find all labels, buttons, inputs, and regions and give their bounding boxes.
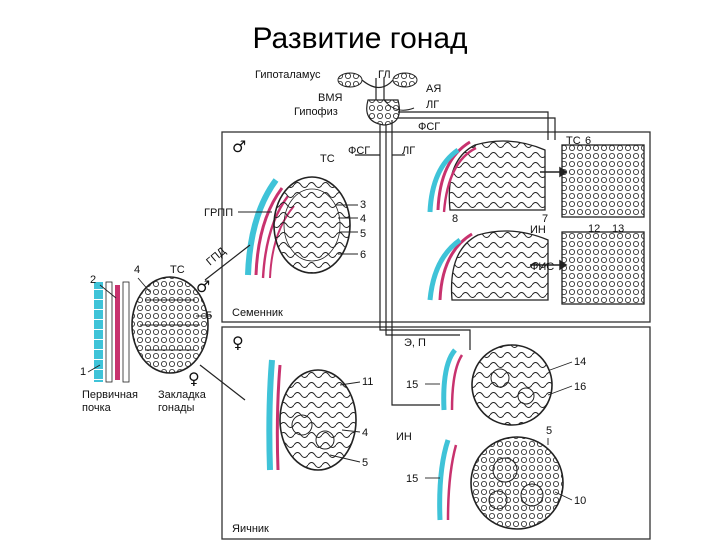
label-gonad-anlage-line2: гонады [158,402,194,414]
label-ts-left: ТС [170,264,185,276]
male-inset-lower [561,231,645,305]
label-num-4c: 4 [362,427,368,439]
label-aya: АЯ [426,83,441,95]
label-fsg-male: ФСГ [348,145,370,157]
label-num-13: 13 [612,223,624,235]
label-num-6a: 6 [585,135,591,147]
label-fis: ФИС [530,261,554,273]
label-num-15b: 15 [406,473,418,485]
primary-kidney [94,281,130,383]
male-inset-arrows [530,166,568,271]
male-inset-upper [561,144,645,218]
label-primary-kidney-line2: почка [82,402,112,414]
hypothalamus-pituitary [337,72,418,126]
label-lg-male: ЛГ [402,145,415,157]
label-primary-kidney-line1: Первичная [82,389,138,401]
label-lg-top: ЛГ [426,99,439,111]
female-ovary-early [279,369,357,471]
female-symbol-panel: ♀ [232,333,244,352]
male-symbol-panel: ♂ [232,137,246,156]
label-num-3: 3 [360,199,366,211]
female-ducts [266,359,282,471]
hormone-pathways [355,111,556,406]
label-testis: Семенник [232,307,283,319]
male-symbol-arrow: ♂ [196,277,210,296]
label-num-1: 1 [80,366,86,378]
label-ep: Э, П [404,337,426,349]
male-panel-frame [221,131,651,323]
diagram-labels: Гипоталамус ВМЯ Гипофиз ГЛ АЯ ЛГ ФСГ ♂ Т… [80,69,624,535]
male-tubules-upper [427,140,546,213]
label-num-7: 7 [542,213,548,225]
label-primary-kidney: Первичная почка [82,389,141,414]
label-hypophysis: Гипофиз [294,106,338,118]
label-num-5c: 5 [362,457,368,469]
label-num-16: 16 [574,381,586,393]
male-testis-early [273,176,351,274]
male-tubules-lower [427,230,549,301]
female-ovary-mid [441,344,553,426]
label-num-2: 2 [90,274,96,286]
female-panel-frame [221,326,651,540]
label-fsg-top: ФСГ [418,121,440,133]
label-num-15a: 15 [406,379,418,391]
label-ovary: Яичник [232,523,269,535]
label-in-male: ИН [530,224,546,236]
female-ovary-late [437,436,564,530]
label-ts-inset: ТС [566,135,581,147]
leader-lines [87,204,573,501]
label-ts-male: ТС [320,153,335,165]
label-num-11: 11 [362,376,373,388]
label-num-8: 8 [452,213,458,225]
label-num-10: 10 [574,495,586,507]
label-num-6: 6 [360,249,366,261]
development-arrows [199,244,251,401]
label-hypothalamus: Гипоталамус [255,69,321,81]
gonad-anlage [131,276,209,374]
slide-title: Развитие гонад [252,22,468,55]
female-symbol-arrow: ♀ [188,369,200,388]
label-num-14: 14 [574,356,586,368]
label-num-4b: 4 [134,264,140,276]
label-gonad-anlage: Закладка гонады [158,389,209,414]
label-in-female: ИН [396,431,412,443]
label-num-4: 4 [360,213,366,225]
label-num-12: 12 [588,223,600,235]
label-num-5d: 5 [546,425,552,437]
label-gl: ГЛ [378,69,391,81]
label-vma: ВМЯ [318,92,343,104]
label-num-5b: 5 [206,310,212,322]
label-grpp: ГРПП [204,207,233,219]
label-num-5: 5 [360,228,366,240]
label-gonad-anlage-line1: Закладка [158,389,207,401]
